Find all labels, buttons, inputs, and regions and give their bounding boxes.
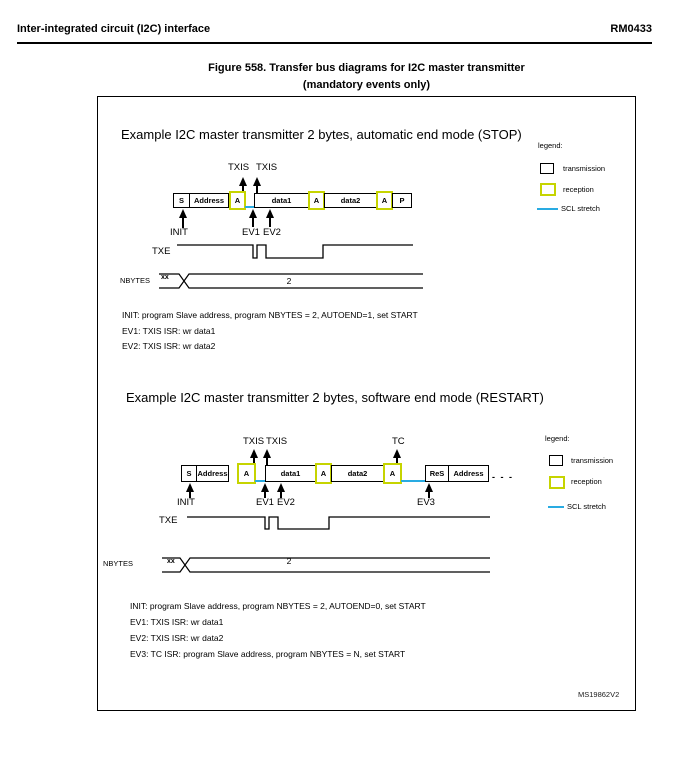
header-rule (17, 42, 652, 44)
d2-txis1-label: TXIS (243, 436, 265, 447)
d1-note-init: INIT: program Slave address, program NBY… (122, 310, 418, 320)
d2-scl-stretch-segment2 (401, 480, 426, 482)
d1-init-label: INIT (170, 227, 188, 238)
d1-ev2-label: EV2 (263, 227, 281, 238)
d1-nbytes-new-value: 2 (286, 276, 292, 286)
d1-note-ev1: EV1: TXIS ISR: wr data1 (122, 325, 216, 336)
d2-txis2-arrow (263, 449, 272, 465)
d2-ev2-arrow (277, 483, 286, 498)
d1-box-stop: P (392, 193, 412, 208)
d1-note-ev2: EV2: TXIS ISR: wr data2 (122, 341, 216, 351)
d2-box-restart: ReS (425, 465, 449, 482)
d2-nbytes-new-value: 2 (286, 556, 292, 566)
d2-note-ev3: EV3: TC ISR: program Slave address, prog… (130, 649, 406, 659)
d2-continuation-dots: - - - (492, 472, 514, 482)
d1-box-ack2: A (308, 191, 325, 210)
d1-box-ack3: A (376, 191, 393, 210)
d1-notes: INIT: program Slave address, program NBY… (122, 310, 418, 357)
d2-nbytes-old-value: xx (167, 558, 175, 565)
d2-ev3-arrow (425, 483, 434, 498)
d2-tc-arrow (393, 449, 402, 465)
legend2-reception-label: reception (571, 477, 602, 486)
figure-title-line2: (mandatory events only) (302, 79, 431, 91)
d1-txis2-arrow (253, 177, 262, 193)
d1-box-data1: data1 (254, 193, 309, 208)
d1-ev1-arrow (249, 209, 258, 227)
legend2-title: legend: (545, 434, 570, 443)
d1-txis2-label: TXIS (256, 162, 278, 173)
d2-box-data2: data2 (331, 465, 384, 482)
legend1-scl-stretch-label: SCL stretch (561, 204, 600, 213)
d2-ev3-label: EV3 (417, 497, 435, 508)
figure-reference-code: MS19862V2 (578, 690, 620, 699)
d2-box-ack1: A (237, 463, 256, 484)
d2-box-start: S (181, 465, 197, 482)
legend1-transmission-swatch (540, 163, 554, 174)
d1-nbytes-bus (159, 273, 423, 289)
d1-box-address: Address (189, 193, 229, 208)
diagram2-title: Example I2C master transmitter 2 bytes, … (126, 390, 544, 405)
figure-title-line1: Figure 558. Transfer bus diagrams for I2… (208, 62, 525, 74)
d2-scl-stretch-segment1 (255, 480, 266, 482)
d1-init-arrow (179, 209, 188, 228)
legend2-transmission-swatch (549, 455, 563, 466)
d2-nbytes-bus (162, 557, 490, 573)
d2-txe-label: TXE (159, 515, 178, 526)
d2-nbytes-label: NBYTES (103, 559, 134, 568)
d2-note-ev2: EV2: TXIS ISR: wr data2 (130, 633, 224, 643)
d1-scl-stretch-segment (245, 206, 255, 208)
legend2-scl-stretch-line (548, 506, 564, 508)
d2-box-address2: Address (448, 465, 489, 482)
d1-ev1-label: EV1 (242, 227, 260, 238)
d1-txe-label: TXE (152, 246, 171, 257)
d2-ev1-arrow (261, 483, 270, 498)
d1-box-start: S (173, 193, 190, 208)
header-doc-id: RM0433 (610, 23, 652, 35)
d2-note-ev1: EV1: TXIS ISR: wr data1 (130, 617, 224, 627)
d2-notes: INIT: program Slave address, program NBY… (130, 601, 426, 665)
d2-tc-label: TC (392, 436, 405, 447)
d1-nbytes-old-value: xx (161, 274, 169, 281)
d2-txe-waveform (187, 516, 490, 530)
d2-ev1-label: EV1 (256, 497, 274, 508)
legend1-title: legend: (538, 141, 563, 150)
d2-txis2-label: TXIS (266, 436, 288, 447)
legend2-scl-stretch-label: SCL stretch (567, 502, 606, 511)
d1-box-ack1: A (229, 191, 246, 210)
legend1-transmission-label: transmission (563, 164, 606, 173)
d2-init-label: INIT (177, 497, 195, 508)
legend1-scl-stretch-line (537, 208, 558, 210)
d1-txis1-arrow (239, 177, 248, 193)
d1-nbytes-label: NBYTES (120, 276, 151, 285)
d1-box-data2: data2 (324, 193, 377, 208)
diagram1-title: Example I2C master transmitter 2 bytes, … (121, 127, 522, 142)
legend2-transmission-label: transmission (571, 456, 614, 465)
legend1-reception-label: reception (563, 185, 594, 194)
d2-ev2-label: EV2 (277, 497, 295, 508)
legend1-reception-swatch (540, 183, 556, 196)
legend2-reception-swatch (549, 476, 565, 489)
d2-box-ack2: A (315, 463, 332, 484)
d2-note-init: INIT: program Slave address, program NBY… (130, 601, 426, 611)
d2-box-address: Address (196, 465, 229, 482)
d2-box-data1: data1 (265, 465, 316, 482)
header-section-title: Inter-integrated circuit (I2C) interface (17, 23, 211, 35)
d1-ev2-arrow (266, 209, 275, 227)
d2-txis1-arrow (250, 449, 259, 465)
d2-box-ack3: A (383, 463, 402, 484)
d1-txis1-label: TXIS (228, 162, 250, 173)
d1-txe-waveform (177, 244, 413, 259)
d2-init-arrow (186, 483, 195, 498)
